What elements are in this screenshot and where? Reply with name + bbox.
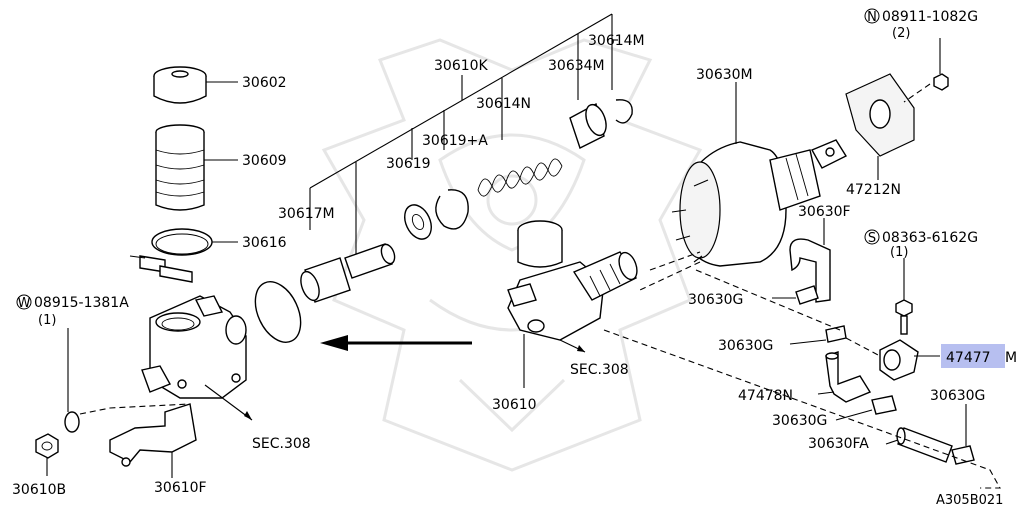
label-30602: 30602: [242, 75, 287, 91]
snap-ring-30614M[interactable]: [615, 99, 633, 124]
direction-arrow: [320, 335, 472, 351]
label-30617M: 30617M: [278, 206, 335, 222]
labels: 30602 30609 30616 30617M 30619 30619+A 3…: [12, 8, 1017, 508]
label-47477: 47477: [946, 350, 991, 366]
label-30630FA: 30630FA: [808, 436, 869, 452]
label-30614M: 30614M: [588, 33, 645, 49]
label-30616: 30616: [242, 235, 287, 251]
piston-assembly[interactable]: [297, 243, 397, 303]
reservoir-clamp-30616[interactable]: [129, 228, 238, 283]
spring-30614N[interactable]: [477, 158, 563, 197]
nut-08911[interactable]: [933, 38, 949, 91]
hose-clamp-30630G-d[interactable]: [951, 404, 975, 465]
symbol-N: N: [867, 10, 877, 25]
label-30630F: 30630F: [798, 204, 851, 220]
label-47212N: 47212N: [846, 182, 901, 198]
label-30630G-b: 30630G: [718, 338, 773, 354]
symbol-W: W: [18, 296, 31, 311]
hose-30630FA[interactable]: [885, 427, 953, 463]
label-08363: S 08363-6162G (1): [864, 229, 978, 260]
highlight-box: [941, 344, 1005, 368]
watermark-emblem: [321, 38, 703, 472]
reservoir-tank-30609[interactable]: [155, 124, 238, 211]
label-30619A: 30619+A: [422, 133, 488, 149]
connector-47478N[interactable]: [817, 351, 872, 403]
hose-clamp-30630G-c[interactable]: [835, 395, 897, 421]
bolt-08363[interactable]: [895, 258, 913, 335]
label-30610F: 30610F: [154, 480, 207, 496]
drawing-code: A305B021: [936, 493, 1003, 508]
label-sec308-center: SEC.308: [570, 362, 629, 378]
label-30630G-a: 30630G: [688, 292, 743, 308]
bracket-leaders: [309, 13, 618, 255]
label-30614N: 30614N: [476, 96, 531, 112]
label-08363-qty: (1): [890, 245, 908, 260]
gasket-47212N[interactable]: [845, 73, 915, 180]
label-30609: 30609: [242, 153, 287, 169]
hose-clamp-30630G-a[interactable]: [772, 285, 819, 305]
master-cylinder-body[interactable]: [141, 295, 247, 399]
piston-cup-30634M[interactable]: [569, 102, 610, 149]
diaphragm-30617M[interactable]: [246, 275, 309, 350]
label-08915-1381A: 08915-1381A: [34, 295, 129, 311]
label-30630G-d: 30630G: [930, 388, 985, 404]
label-08363-6162G: 08363-6162G: [882, 230, 978, 246]
vacuum-hose-30630F[interactable]: [789, 218, 831, 303]
reservoir-cap-30602[interactable]: [153, 66, 238, 104]
label-30634M: 30634M: [548, 58, 605, 74]
bracket-30610F[interactable]: [109, 403, 197, 478]
washer-08915[interactable]: [64, 328, 80, 433]
label-47478N: 47478N: [738, 388, 793, 404]
label-08915-qty: (1): [38, 313, 56, 328]
washer-30619[interactable]: [400, 201, 437, 244]
symbol-S: S: [868, 231, 876, 246]
label-30630M: 30630M: [696, 67, 753, 83]
nut-30610B[interactable]: [35, 433, 59, 476]
label-30610B: 30610B: [12, 482, 66, 498]
label-08911-qty: (2): [892, 26, 910, 41]
label-30610K: 30610K: [434, 58, 489, 74]
snap-ring-30619A[interactable]: [435, 189, 469, 230]
label-30630G-c: 30630G: [772, 413, 827, 429]
bracket-47477M[interactable]: [879, 339, 940, 381]
label-08911-1082G: 08911-1082G: [882, 9, 978, 25]
label-08911: N 08911-1082G (2): [864, 8, 978, 41]
label-30619: 30619: [386, 156, 431, 172]
label-30610: 30610: [492, 397, 537, 413]
brake-booster-30630M[interactable]: [671, 82, 848, 267]
label-08915: W 08915-1381A (1): [16, 294, 129, 328]
label-sec308-left: SEC.308: [252, 436, 311, 452]
label-47477-suffix: M: [1005, 350, 1017, 366]
master-cylinder-assembly-30610[interactable]: [507, 220, 640, 388]
label-47477M: 47477 M: [941, 344, 1017, 368]
